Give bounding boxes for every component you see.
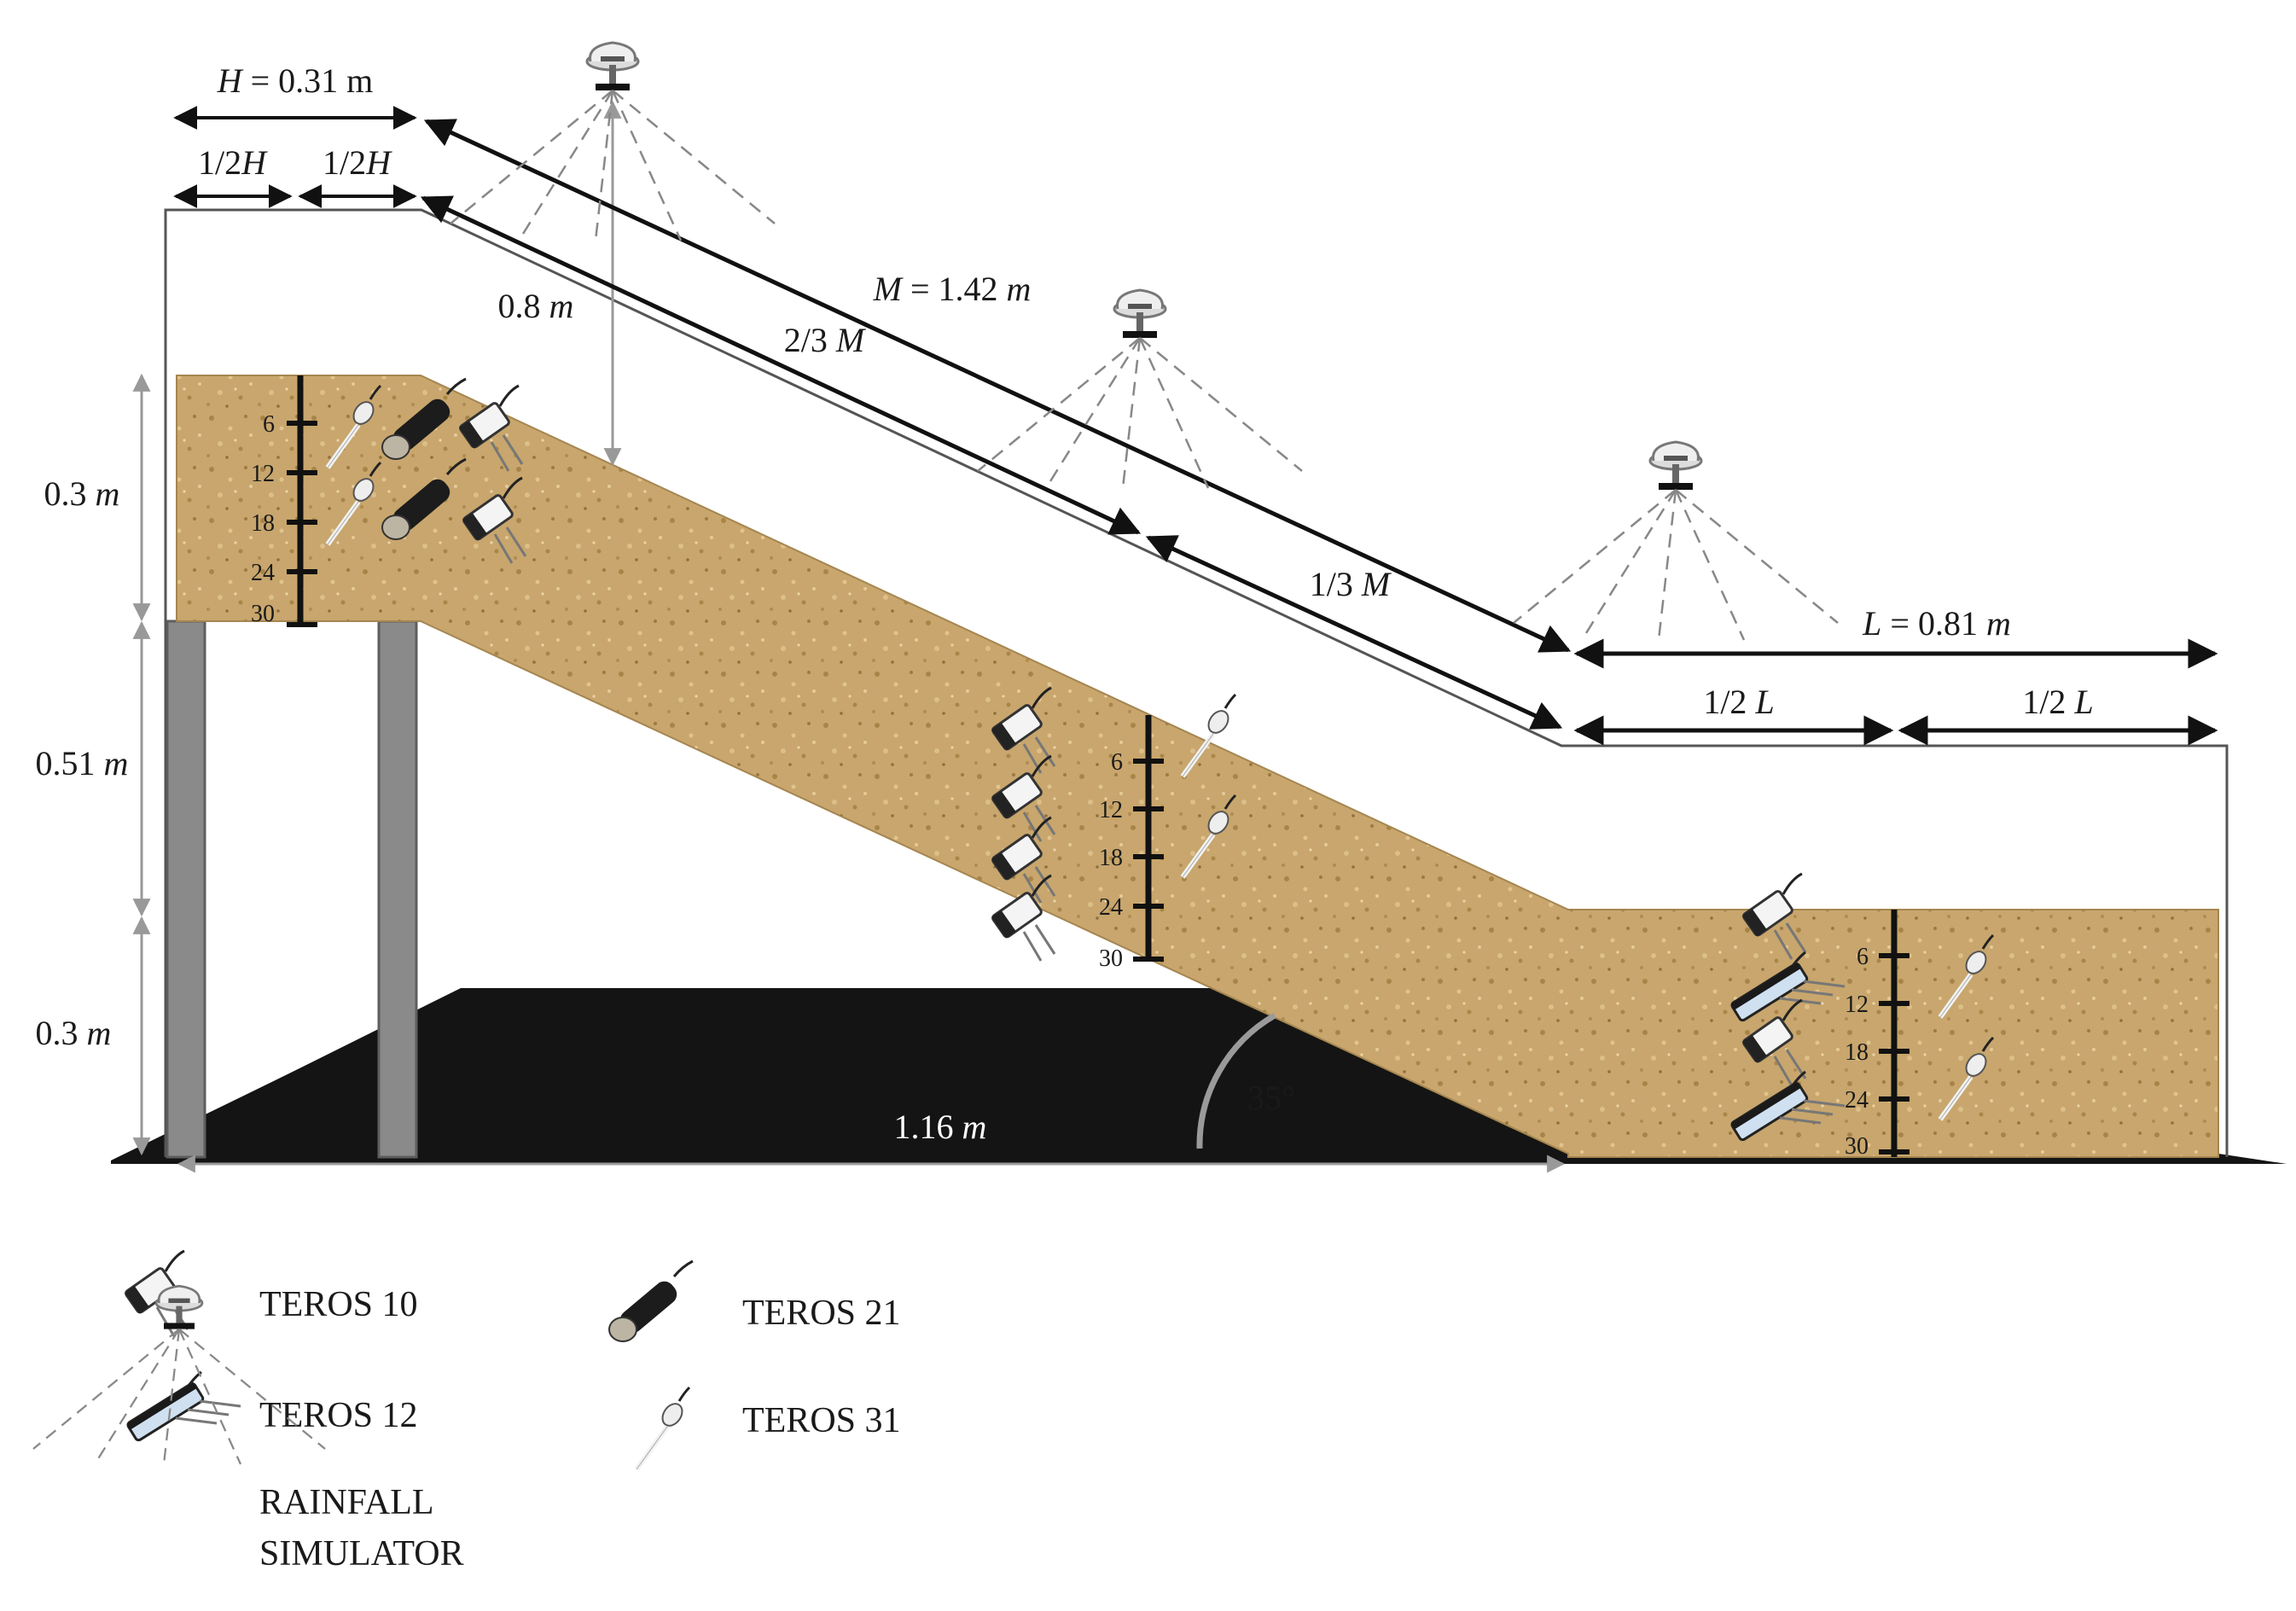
legend-rainfall-line2: SIMULATOR [259, 1534, 464, 1573]
depth-tick: 18 [1099, 845, 1123, 871]
dim-gap-label: 0.8 m [498, 287, 574, 325]
teros-21-icon [607, 1259, 695, 1343]
depth-tick: 6 [1857, 944, 1869, 970]
dim-m-label: M = 1.42 m [873, 270, 1032, 308]
dim-half-h-right: 1/2H [323, 143, 392, 182]
depth-tick: 30 [251, 601, 275, 627]
legend-teros21: TEROS 21 [742, 1294, 901, 1333]
depth-tick: 6 [1111, 749, 1123, 776]
depth-tick: 24 [1099, 894, 1123, 921]
legend-teros10: TEROS 10 [259, 1285, 418, 1324]
rainfall-simulator-icon [1512, 440, 1840, 642]
depth-tick: 6 [263, 411, 275, 438]
depth-tick: 24 [1845, 1087, 1869, 1114]
depth-tick: 12 [251, 461, 275, 487]
dim-two-thirds-m: 2/3 M [784, 321, 867, 359]
depth-ruler-top: 6 12 18 24 30 [251, 375, 317, 627]
legend-teros12: TEROS 12 [259, 1396, 418, 1435]
teros-12-icon [125, 1370, 242, 1443]
depth-tick: 30 [1845, 1133, 1869, 1160]
depth-ruler-bottom: 6 12 18 24 30 [1845, 910, 1909, 1160]
dim-base-length: 1.16 m [894, 1108, 987, 1146]
support-pillar-right [377, 619, 418, 1159]
depth-tick: 12 [1845, 992, 1869, 1018]
dim-half-h-left: 1/2H [198, 143, 268, 182]
dim-half-l-right: 1/2 L [2022, 683, 2093, 721]
dim-l-label: L = 0.81 m [1862, 604, 2011, 643]
support-pillar-left [166, 619, 206, 1159]
rainfall-simulator-icon [976, 288, 1304, 490]
dim-depth-top: 0.3 m [44, 474, 120, 513]
legend-rainfall-line1: RAINFALL [259, 1483, 434, 1522]
depth-tick: 30 [1099, 945, 1123, 972]
depth-tick: 18 [1845, 1039, 1869, 1066]
depth-tick: 12 [1099, 797, 1123, 823]
angle-arc [1196, 1012, 1276, 1149]
legend: TEROS 10 TEROS 12 RAINFALL SIMULATOR TER… [32, 1249, 901, 1573]
teros-31-icon [636, 1387, 689, 1469]
dim-h-label: H = 0.31 m [217, 61, 374, 100]
depth-ruler-slope: 6 12 18 24 30 [1099, 715, 1164, 972]
depth-tick: 24 [251, 560, 275, 586]
legend-teros31: TEROS 31 [742, 1401, 901, 1440]
depth-tick: 18 [251, 510, 275, 537]
dim-half-l-left: 1/2 L [1703, 683, 1774, 721]
angle-label: 35° [1247, 1079, 1295, 1117]
dim-height-mid: 0.51 m [36, 744, 129, 782]
dim-one-third-m: 1/3 M [1310, 565, 1392, 603]
dim-height-bottom: 0.3 m [36, 1014, 112, 1052]
